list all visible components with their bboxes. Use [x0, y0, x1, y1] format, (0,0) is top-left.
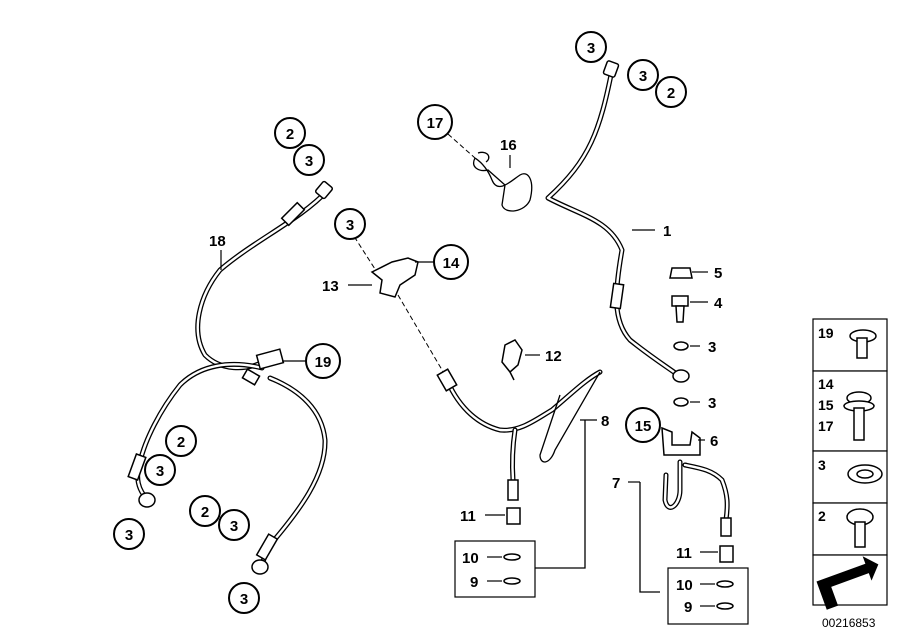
label-8: 8: [520, 413, 609, 569]
hose-lower-left: [127, 348, 328, 575]
svg-text:14: 14: [443, 255, 460, 272]
svg-text:11: 11: [460, 508, 476, 525]
svg-text:3: 3: [639, 68, 647, 85]
svg-text:14: 14: [818, 376, 834, 392]
clip-12: [501, 339, 523, 381]
label-6: 6: [698, 433, 718, 450]
svg-text:3: 3: [240, 591, 248, 608]
svg-text:2: 2: [177, 434, 185, 451]
svg-text:2: 2: [201, 504, 209, 521]
hose-8: [349, 229, 603, 525]
svg-text:2: 2: [818, 508, 826, 524]
svg-text:1: 1: [663, 223, 671, 240]
box-parts-9-10-left: 10 9: [454, 540, 536, 598]
svg-text:17: 17: [818, 418, 834, 434]
label-13: 13: [322, 278, 372, 295]
callout-3-bottom: 3: [218, 509, 250, 541]
hose-1: [545, 60, 690, 383]
svg-text:15: 15: [818, 397, 834, 413]
svg-text:13: 13: [322, 278, 339, 295]
svg-text:12: 12: [545, 348, 562, 365]
svg-text:4: 4: [714, 295, 723, 312]
callout-3-mid: 3: [334, 208, 366, 240]
legend: 19 14 15 17 3 2: [812, 318, 888, 610]
svg-text:9: 9: [470, 574, 478, 591]
svg-text:2: 2: [667, 85, 675, 102]
svg-text:3: 3: [230, 518, 238, 535]
callout-3-bottom-2: 3: [228, 582, 260, 614]
svg-text:19: 19: [315, 354, 332, 371]
label-16: 16: [500, 137, 517, 168]
svg-text:3: 3: [156, 463, 164, 480]
svg-text:3: 3: [346, 217, 354, 234]
label-11b: 11: [676, 545, 718, 562]
callout-2-bottom: 2: [189, 495, 221, 527]
svg-text:3: 3: [708, 395, 716, 412]
callout-17: 17: [417, 104, 476, 159]
label-7: 7: [612, 475, 660, 593]
svg-text:3: 3: [818, 457, 826, 473]
label-3b: 3: [690, 395, 716, 412]
drawing-number: 00216853: [822, 616, 876, 630]
callout-15: 15: [625, 407, 661, 443]
legend-row-19: [812, 318, 888, 372]
svg-text:3: 3: [125, 527, 133, 544]
svg-text:15: 15: [635, 418, 652, 435]
svg-text:5: 5: [714, 265, 722, 282]
callout-19: 19: [282, 343, 341, 379]
svg-text:19: 19: [818, 325, 834, 341]
svg-text:8: 8: [601, 413, 609, 430]
callout-3-top: 3: [575, 31, 607, 63]
label-18: 18: [209, 233, 226, 270]
callout-3-right: 3: [627, 59, 659, 91]
svg-text:10: 10: [462, 550, 479, 567]
legend-row-14-15-17: [812, 370, 888, 452]
label-1: 1: [632, 223, 671, 240]
svg-text:6: 6: [710, 433, 718, 450]
svg-text:10: 10: [676, 577, 693, 594]
callout-2-bottom-left: 2: [165, 425, 197, 457]
svg-text:18: 18: [209, 233, 226, 250]
svg-text:16: 16: [500, 137, 517, 154]
callout-2-left: 2: [274, 117, 306, 149]
callout-14: 14: [415, 244, 469, 280]
assembly-right: [661, 267, 734, 563]
hose-18: [195, 180, 334, 371]
label-3a: 3: [690, 339, 716, 356]
bracket-13: [370, 257, 419, 298]
label-4: 4: [690, 295, 723, 312]
callout-2-right: 2: [655, 76, 687, 108]
svg-text:17: 17: [427, 115, 444, 132]
svg-text:3: 3: [587, 40, 595, 57]
svg-text:11: 11: [676, 545, 692, 562]
label-12: 12: [525, 348, 562, 365]
svg-text:3: 3: [305, 153, 313, 170]
svg-text:7: 7: [612, 475, 620, 492]
callout-3-left: 3: [293, 144, 325, 176]
label-11a: 11: [460, 508, 505, 525]
svg-text:9: 9: [684, 599, 692, 616]
label-5: 5: [692, 265, 722, 282]
callout-3-bottom-left: 3: [144, 454, 176, 486]
svg-text:2: 2: [286, 126, 294, 143]
box-parts-9-10-right: 10 9: [667, 567, 749, 625]
callout-3-bottom-left-2: 3: [113, 518, 145, 550]
svg-text:3: 3: [708, 339, 716, 356]
wire-16: [473, 151, 533, 212]
